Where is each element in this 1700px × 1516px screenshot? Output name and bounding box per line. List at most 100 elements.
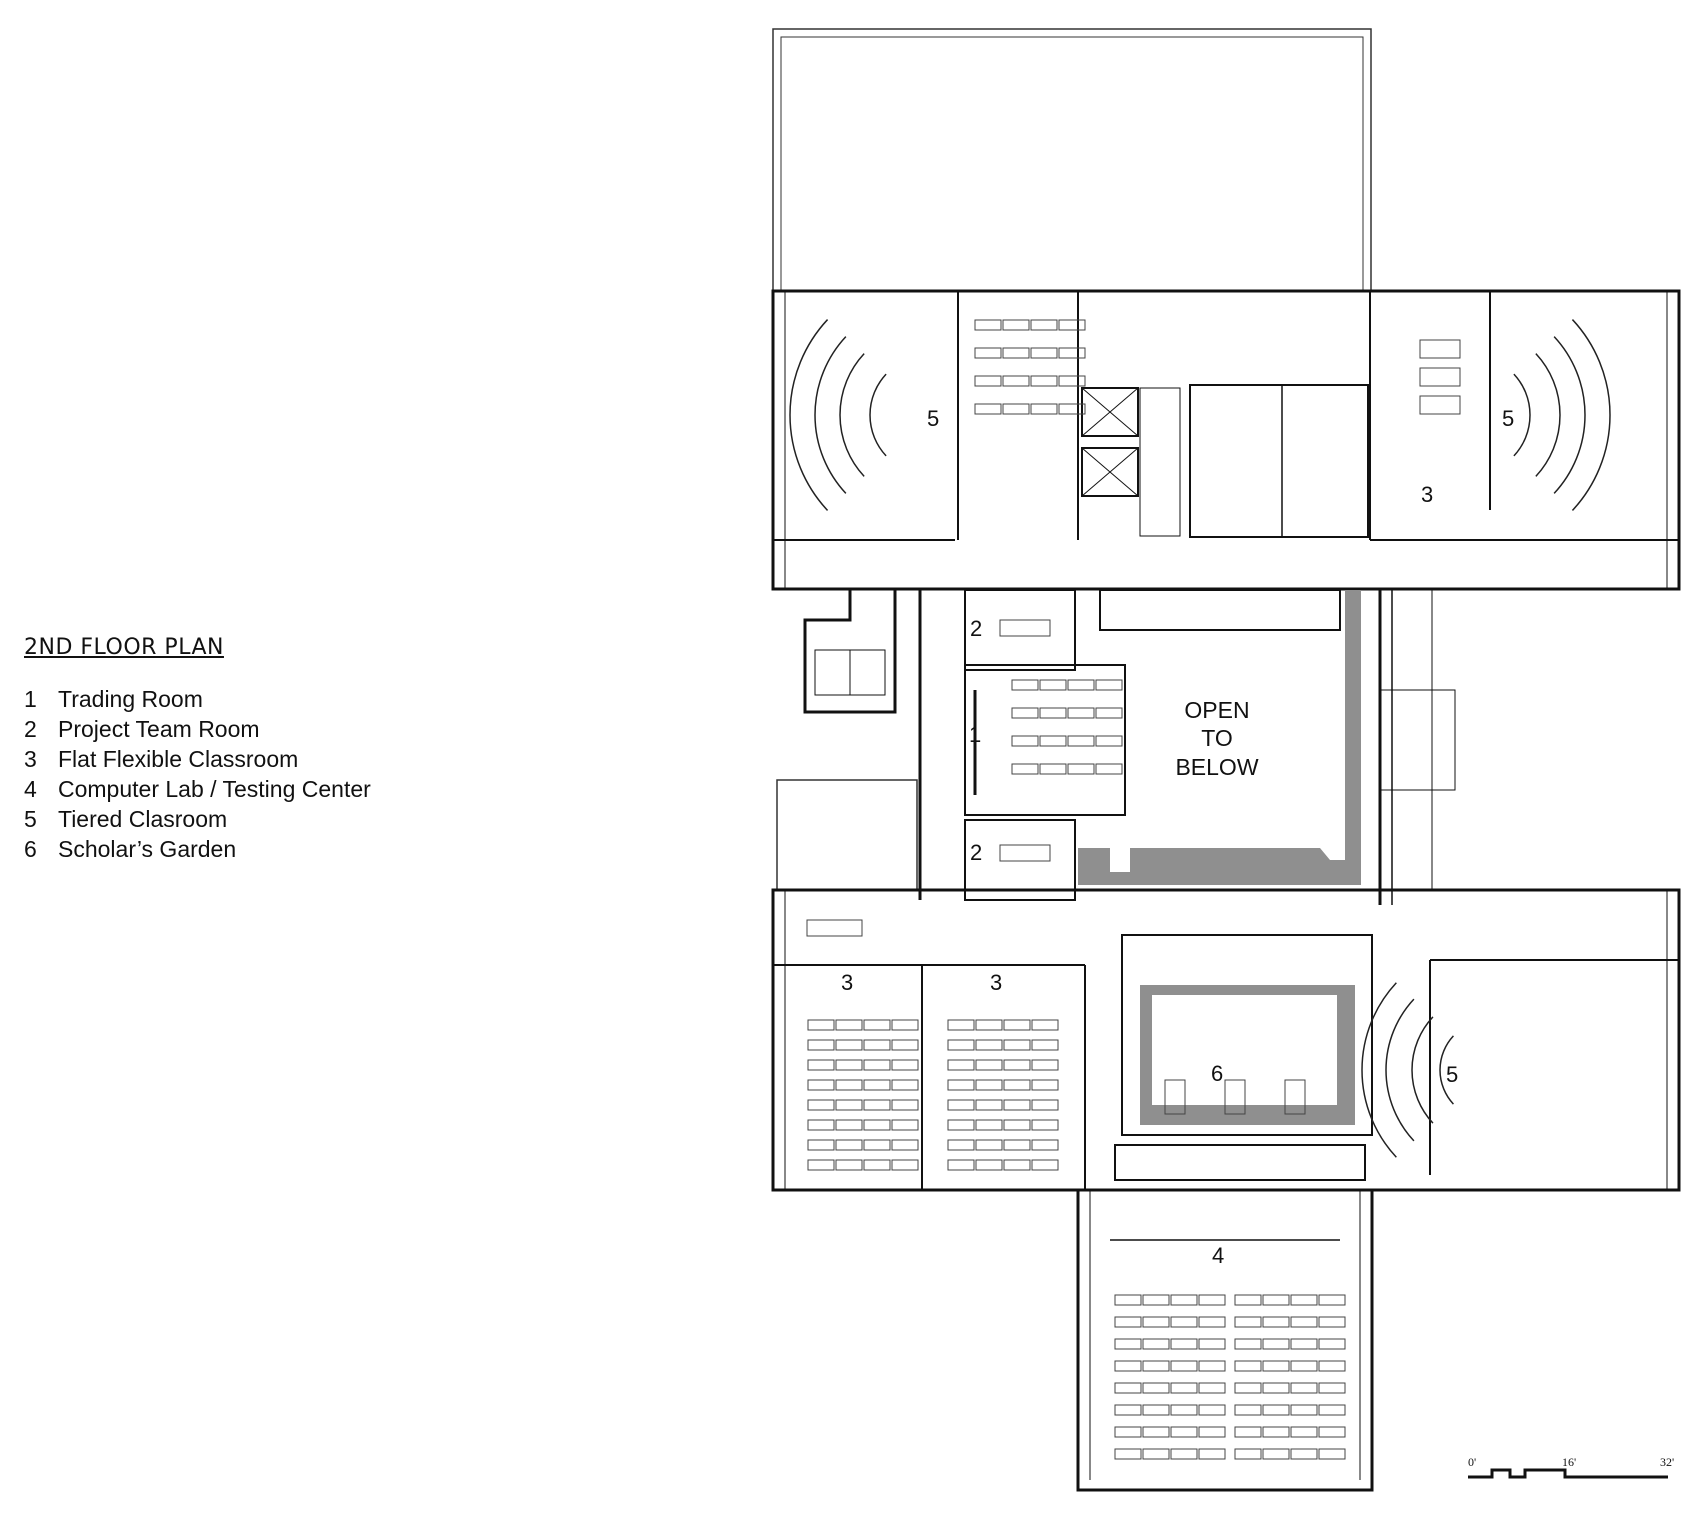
desk bbox=[863, 1159, 891, 1171]
desk bbox=[1031, 1079, 1059, 1091]
legend-number: 1 bbox=[24, 686, 37, 712]
desk bbox=[1262, 1426, 1290, 1438]
desk bbox=[1095, 707, 1123, 719]
desk bbox=[1003, 1119, 1031, 1131]
desk bbox=[947, 1019, 975, 1031]
desk bbox=[1003, 1039, 1031, 1051]
seating-arc bbox=[869, 373, 887, 457]
plan-title: 2ND FLOOR PLAN bbox=[24, 635, 224, 660]
desk bbox=[1198, 1382, 1226, 1394]
desk bbox=[1003, 1059, 1031, 1071]
room-label-tiered-ne: 5 bbox=[1502, 406, 1514, 431]
desk bbox=[1290, 1448, 1318, 1460]
desk bbox=[1318, 1382, 1346, 1394]
desk bbox=[1318, 1360, 1346, 1372]
desk bbox=[863, 1059, 891, 1071]
scale-label-0: 0' bbox=[1468, 1455, 1476, 1469]
seating-arc bbox=[1513, 373, 1531, 457]
desk bbox=[807, 1079, 835, 1091]
desk bbox=[1318, 1426, 1346, 1438]
desk bbox=[1142, 1294, 1170, 1306]
desk bbox=[1114, 1404, 1142, 1416]
legend-item: 5 Tiered Clasroom bbox=[24, 804, 544, 834]
desk bbox=[863, 1119, 891, 1131]
desk bbox=[1095, 763, 1123, 775]
desk bbox=[835, 1079, 863, 1091]
desk bbox=[835, 1099, 863, 1111]
desk bbox=[891, 1059, 919, 1071]
legend-label: Project Team Room bbox=[58, 716, 260, 742]
atrium-edge bbox=[1078, 590, 1361, 885]
desk bbox=[1318, 1338, 1346, 1350]
desk bbox=[1067, 679, 1095, 691]
desk bbox=[1003, 1079, 1031, 1091]
desk bbox=[1318, 1404, 1346, 1416]
desk bbox=[1234, 1338, 1262, 1350]
desk bbox=[1164, 1079, 1186, 1115]
desk bbox=[1198, 1338, 1226, 1350]
desk bbox=[807, 1039, 835, 1051]
scale-label-32: 32' bbox=[1660, 1455, 1674, 1469]
desk bbox=[806, 919, 863, 937]
desk bbox=[999, 619, 1051, 637]
room-label-flat-sw-right: 3 bbox=[990, 970, 1002, 995]
legend-label: Flat Flexible Classroom bbox=[58, 746, 299, 772]
desk bbox=[1170, 1338, 1198, 1350]
desk bbox=[974, 347, 1002, 359]
desk bbox=[863, 1139, 891, 1151]
desk bbox=[1198, 1294, 1226, 1306]
scale-bar: 0' 16' 32' bbox=[1468, 1455, 1674, 1479]
desk bbox=[807, 1139, 835, 1151]
desk bbox=[835, 1059, 863, 1071]
desk bbox=[1290, 1338, 1318, 1350]
desk bbox=[807, 1099, 835, 1111]
desk bbox=[1039, 735, 1067, 747]
desk bbox=[999, 844, 1051, 862]
desk bbox=[947, 1039, 975, 1051]
desk bbox=[1031, 1119, 1059, 1131]
desk bbox=[1224, 1079, 1246, 1115]
desk bbox=[1262, 1404, 1290, 1416]
desk bbox=[1142, 1338, 1170, 1350]
desk bbox=[947, 1079, 975, 1091]
room-label-garden: 6 bbox=[1211, 1061, 1223, 1086]
desk bbox=[891, 1079, 919, 1091]
roof-terrace bbox=[772, 28, 1372, 292]
desk bbox=[1031, 1159, 1059, 1171]
desk bbox=[1290, 1404, 1318, 1416]
desk bbox=[1114, 1382, 1142, 1394]
desk bbox=[1170, 1360, 1198, 1372]
desk bbox=[1234, 1404, 1262, 1416]
desk bbox=[1318, 1316, 1346, 1328]
desk bbox=[1114, 1448, 1142, 1460]
legend-item: 6 Scholar’s Garden bbox=[24, 834, 544, 864]
desk bbox=[947, 1139, 975, 1151]
desk bbox=[1170, 1448, 1198, 1460]
desk bbox=[1262, 1360, 1290, 1372]
desk bbox=[1114, 1426, 1142, 1438]
legend-label: Scholar’s Garden bbox=[58, 836, 237, 862]
desk bbox=[975, 1099, 1003, 1111]
south-wing bbox=[771, 888, 1681, 1192]
desk bbox=[975, 1039, 1003, 1051]
desk bbox=[1262, 1382, 1290, 1394]
desk bbox=[835, 1039, 863, 1051]
room-label-team-top: 2 bbox=[970, 616, 982, 641]
desk bbox=[1058, 375, 1086, 387]
desk bbox=[975, 1119, 1003, 1131]
room-label-team-bottom: 2 bbox=[970, 840, 982, 865]
desk bbox=[1142, 1404, 1170, 1416]
desk bbox=[1114, 1316, 1142, 1328]
legend-label: Trading Room bbox=[58, 686, 203, 712]
open-to-below-line-3: BELOW bbox=[1175, 754, 1258, 780]
desk bbox=[891, 1139, 919, 1151]
desk bbox=[807, 1059, 835, 1071]
seating-arc bbox=[1535, 353, 1561, 477]
desk bbox=[863, 1019, 891, 1031]
desk bbox=[1262, 1448, 1290, 1460]
seating-arc bbox=[1439, 1035, 1454, 1105]
desk bbox=[1170, 1404, 1198, 1416]
desk bbox=[975, 1139, 1003, 1151]
desk bbox=[975, 1079, 1003, 1091]
